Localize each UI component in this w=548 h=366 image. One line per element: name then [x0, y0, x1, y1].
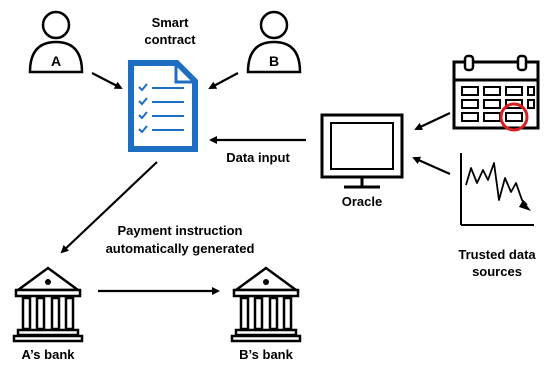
oracle-monitor-icon [320, 113, 404, 189]
person-b-letter: B [269, 53, 279, 69]
trusted-data-sources-line2: sources [472, 264, 522, 279]
oracle-label: Oracle [341, 194, 383, 209]
smart-contract-label-line1: Smart [151, 15, 189, 30]
payment-instruction-label: Payment instruction automatically genera… [82, 222, 278, 258]
bank-a-icon [12, 266, 84, 343]
payment-instruction-line2: automatically generated [105, 241, 255, 256]
payment-instruction-line1: Payment instruction [117, 223, 243, 238]
data-input-label: Data input [226, 150, 290, 165]
arrow-chart-to-oracle [412, 156, 451, 176]
bank-a-label: A’s bank [21, 347, 75, 362]
arrow-calendar-to-oracle [414, 112, 451, 131]
bank-b-icon [230, 266, 302, 343]
arrow-a-to-contract [91, 72, 123, 89]
person-a-letter: A [51, 53, 61, 69]
person-b-icon [246, 10, 302, 74]
bank-b-label: B’s bank [239, 347, 293, 362]
person-a-icon [28, 10, 84, 74]
arrow-b-to-contract [208, 72, 239, 89]
trusted-data-sources-line1: Trusted data [458, 247, 536, 262]
smart-contract-label-line2: contract [144, 32, 196, 47]
arrow-contract-to-bank-a [60, 161, 158, 254]
smart-contract-label: Smart contract [140, 14, 200, 48]
smart-contract-document-icon [128, 60, 198, 152]
trusted-data-sources-label: Trusted data sources [447, 246, 547, 280]
calendar-icon [452, 54, 540, 132]
line-chart-icon [460, 153, 534, 226]
